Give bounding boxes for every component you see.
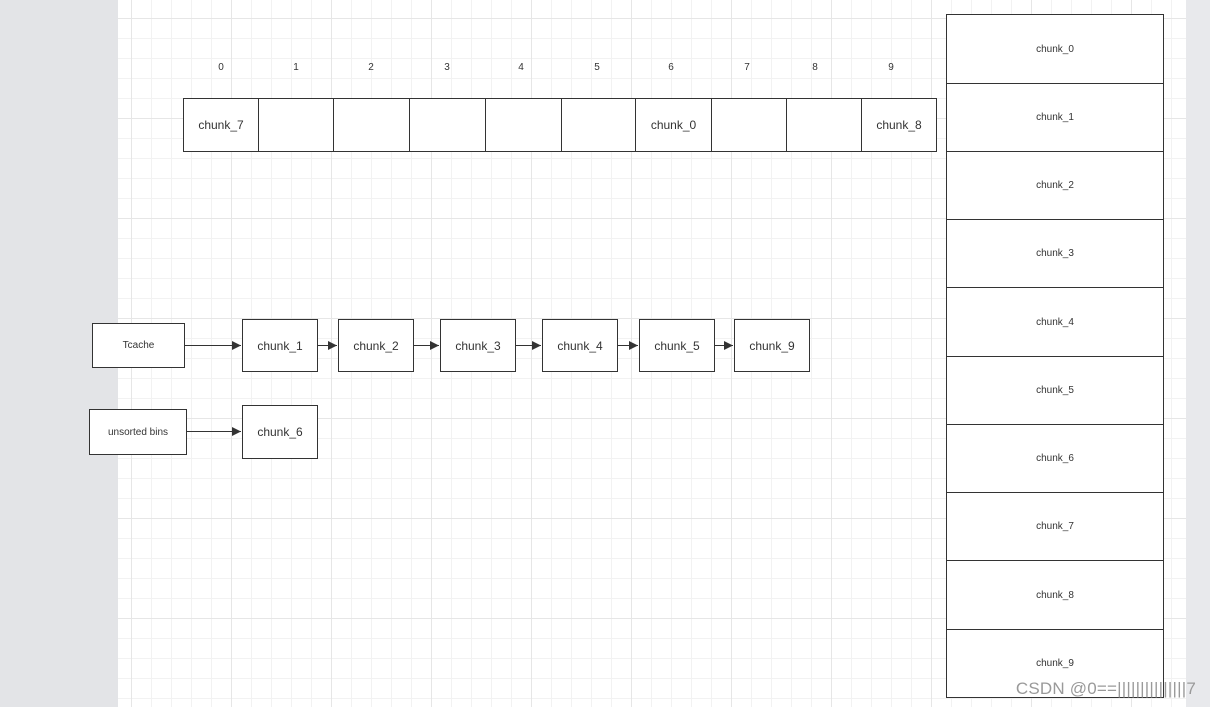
array-cell[interactable]: chunk_7 — [183, 98, 259, 152]
array-index: 4 — [518, 62, 524, 73]
memory-chunk[interactable]: chunk_8 — [946, 560, 1164, 630]
array-cell[interactable]: chunk_0 — [635, 98, 712, 152]
tcache-chunk[interactable]: chunk_4 — [542, 319, 618, 372]
tcache-chunk[interactable]: chunk_9 — [734, 319, 810, 372]
array-index: 1 — [293, 62, 299, 73]
tcache-label-box[interactable]: Tcache — [92, 323, 185, 368]
tcache-chunk[interactable]: chunk_2 — [338, 319, 414, 372]
memory-chunk[interactable]: chunk_9 — [946, 629, 1164, 698]
array-index: 0 — [218, 62, 224, 73]
memory-chunk[interactable]: chunk_2 — [946, 151, 1164, 220]
tcache-chunk[interactable]: chunk_3 — [440, 319, 516, 372]
scrollbar-track[interactable] — [1186, 0, 1210, 707]
array-cell[interactable] — [561, 98, 636, 152]
memory-chunk[interactable]: chunk_0 — [946, 14, 1164, 84]
csdn-watermark: CSDN @0==|||||||||||||||7 — [1015, 679, 1196, 698]
memory-chunk[interactable]: chunk_4 — [946, 287, 1164, 357]
array-index: 5 — [594, 62, 600, 73]
memory-chunk[interactable]: chunk_7 — [946, 492, 1164, 561]
array-cell[interactable]: chunk_8 — [861, 98, 937, 152]
array-index: 2 — [368, 62, 374, 73]
tcache-chunk[interactable]: chunk_1 — [242, 319, 318, 372]
tcache-chunk[interactable]: chunk_5 — [639, 319, 715, 372]
array-index: 9 — [888, 62, 894, 73]
memory-chunk[interactable]: chunk_3 — [946, 219, 1164, 288]
array-cell[interactable] — [786, 98, 862, 152]
unsorted-bins-label-box[interactable]: unsorted bins — [89, 409, 187, 455]
array-index: 7 — [744, 62, 750, 73]
array-index: 6 — [668, 62, 674, 73]
array-index: 3 — [444, 62, 450, 73]
memory-chunk[interactable]: chunk_5 — [946, 356, 1164, 425]
memory-chunk[interactable]: chunk_1 — [946, 83, 1164, 152]
array-index: 8 — [812, 62, 818, 73]
memory-chunk[interactable]: chunk_6 — [946, 424, 1164, 493]
unsorted-chunk[interactable]: chunk_6 — [242, 405, 318, 459]
